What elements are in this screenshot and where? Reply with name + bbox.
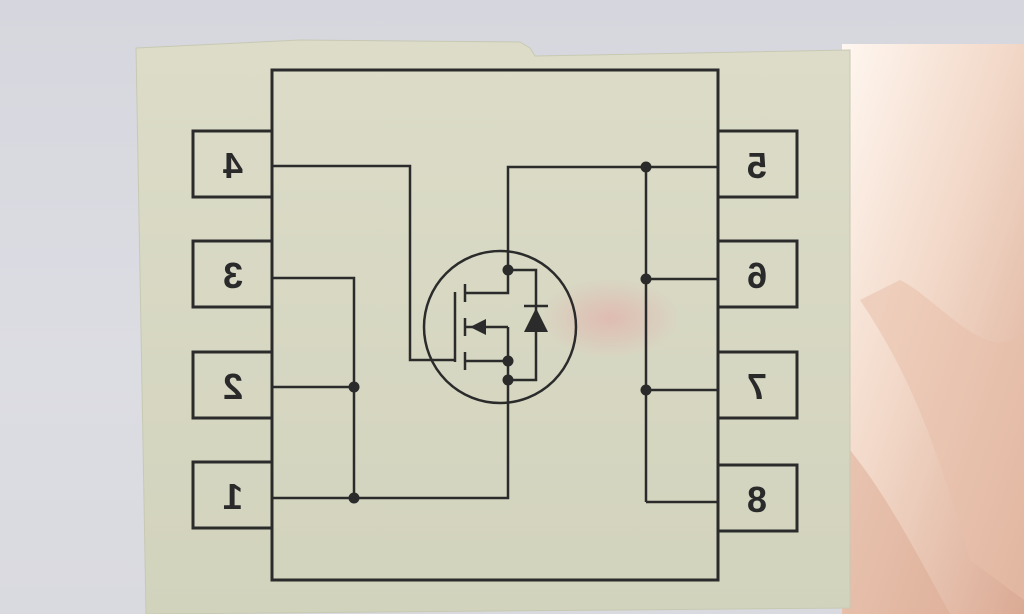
pin-box-3 <box>191 239 274 309</box>
ink-smudge <box>540 278 680 358</box>
pin-label-1: 1 <box>223 476 243 517</box>
pin-label-4: 4 <box>223 145 243 186</box>
pin-box-8 <box>716 463 799 533</box>
pin-box-2 <box>191 350 274 420</box>
pin-box-4 <box>191 129 274 199</box>
pin-box-6 <box>716 239 799 309</box>
pin-label-5: 5 <box>747 145 767 186</box>
pin-label-7: 7 <box>747 366 767 407</box>
pin-box-7 <box>716 350 799 420</box>
diode-triangle <box>524 308 548 332</box>
junction-dots <box>348 161 652 504</box>
pin-label-2: 2 <box>223 366 243 407</box>
pin-label-8: 8 <box>747 479 767 520</box>
pin-boxes <box>191 129 799 533</box>
copper-board <box>842 44 1024 614</box>
package-outline <box>270 68 720 582</box>
mosfet-fills <box>470 264 548 386</box>
mosfet-circle <box>422 249 578 405</box>
pin-labels: 4 3 2 1 5 6 7 8 <box>223 145 767 520</box>
body-arrow <box>470 319 486 335</box>
pin-label-6: 6 <box>747 255 767 296</box>
pin-box-5 <box>716 129 799 199</box>
pin-label-3: 3 <box>223 255 243 296</box>
pin-box-1 <box>191 460 274 530</box>
circuit-traces <box>272 164 718 504</box>
source-trace-pin3 <box>272 276 356 498</box>
